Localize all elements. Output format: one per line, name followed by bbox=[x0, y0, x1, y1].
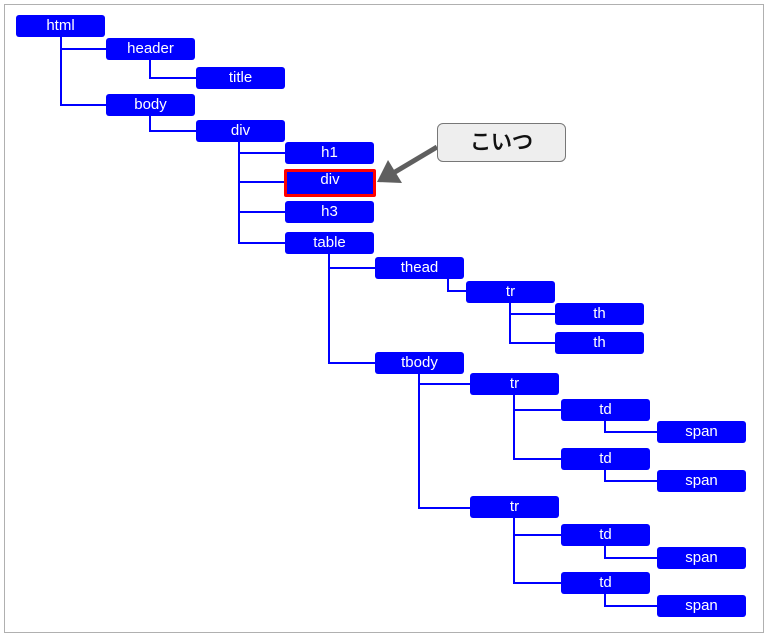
node-tr: tr bbox=[470, 373, 559, 395]
node-h1: h1 bbox=[285, 142, 374, 164]
node-table: table bbox=[285, 232, 374, 254]
node-h3: h3 bbox=[285, 201, 374, 223]
node-td: td bbox=[561, 572, 650, 594]
arrow-head-icon bbox=[377, 160, 402, 183]
node-th: th bbox=[555, 332, 644, 354]
node-span: span bbox=[657, 595, 746, 617]
node-th: th bbox=[555, 303, 644, 325]
node-thead: thead bbox=[375, 257, 464, 279]
node-span: span bbox=[657, 547, 746, 569]
node-div-highlighted: div bbox=[284, 169, 376, 197]
node-title: title bbox=[196, 67, 285, 89]
node-tr: tr bbox=[470, 496, 559, 518]
node-header: header bbox=[106, 38, 195, 60]
node-tbody: tbody bbox=[375, 352, 464, 374]
node-td: td bbox=[561, 448, 650, 470]
callout-label: こいつ bbox=[437, 123, 566, 162]
node-body: body bbox=[106, 94, 195, 116]
node-span: span bbox=[657, 421, 746, 443]
diagram-frame bbox=[4, 4, 764, 633]
node-span: span bbox=[657, 470, 746, 492]
arrow-shaft bbox=[393, 144, 439, 175]
node-div: div bbox=[196, 120, 285, 142]
node-tr: tr bbox=[466, 281, 555, 303]
node-html: html bbox=[16, 15, 105, 37]
node-td: td bbox=[561, 524, 650, 546]
node-td: td bbox=[561, 399, 650, 421]
